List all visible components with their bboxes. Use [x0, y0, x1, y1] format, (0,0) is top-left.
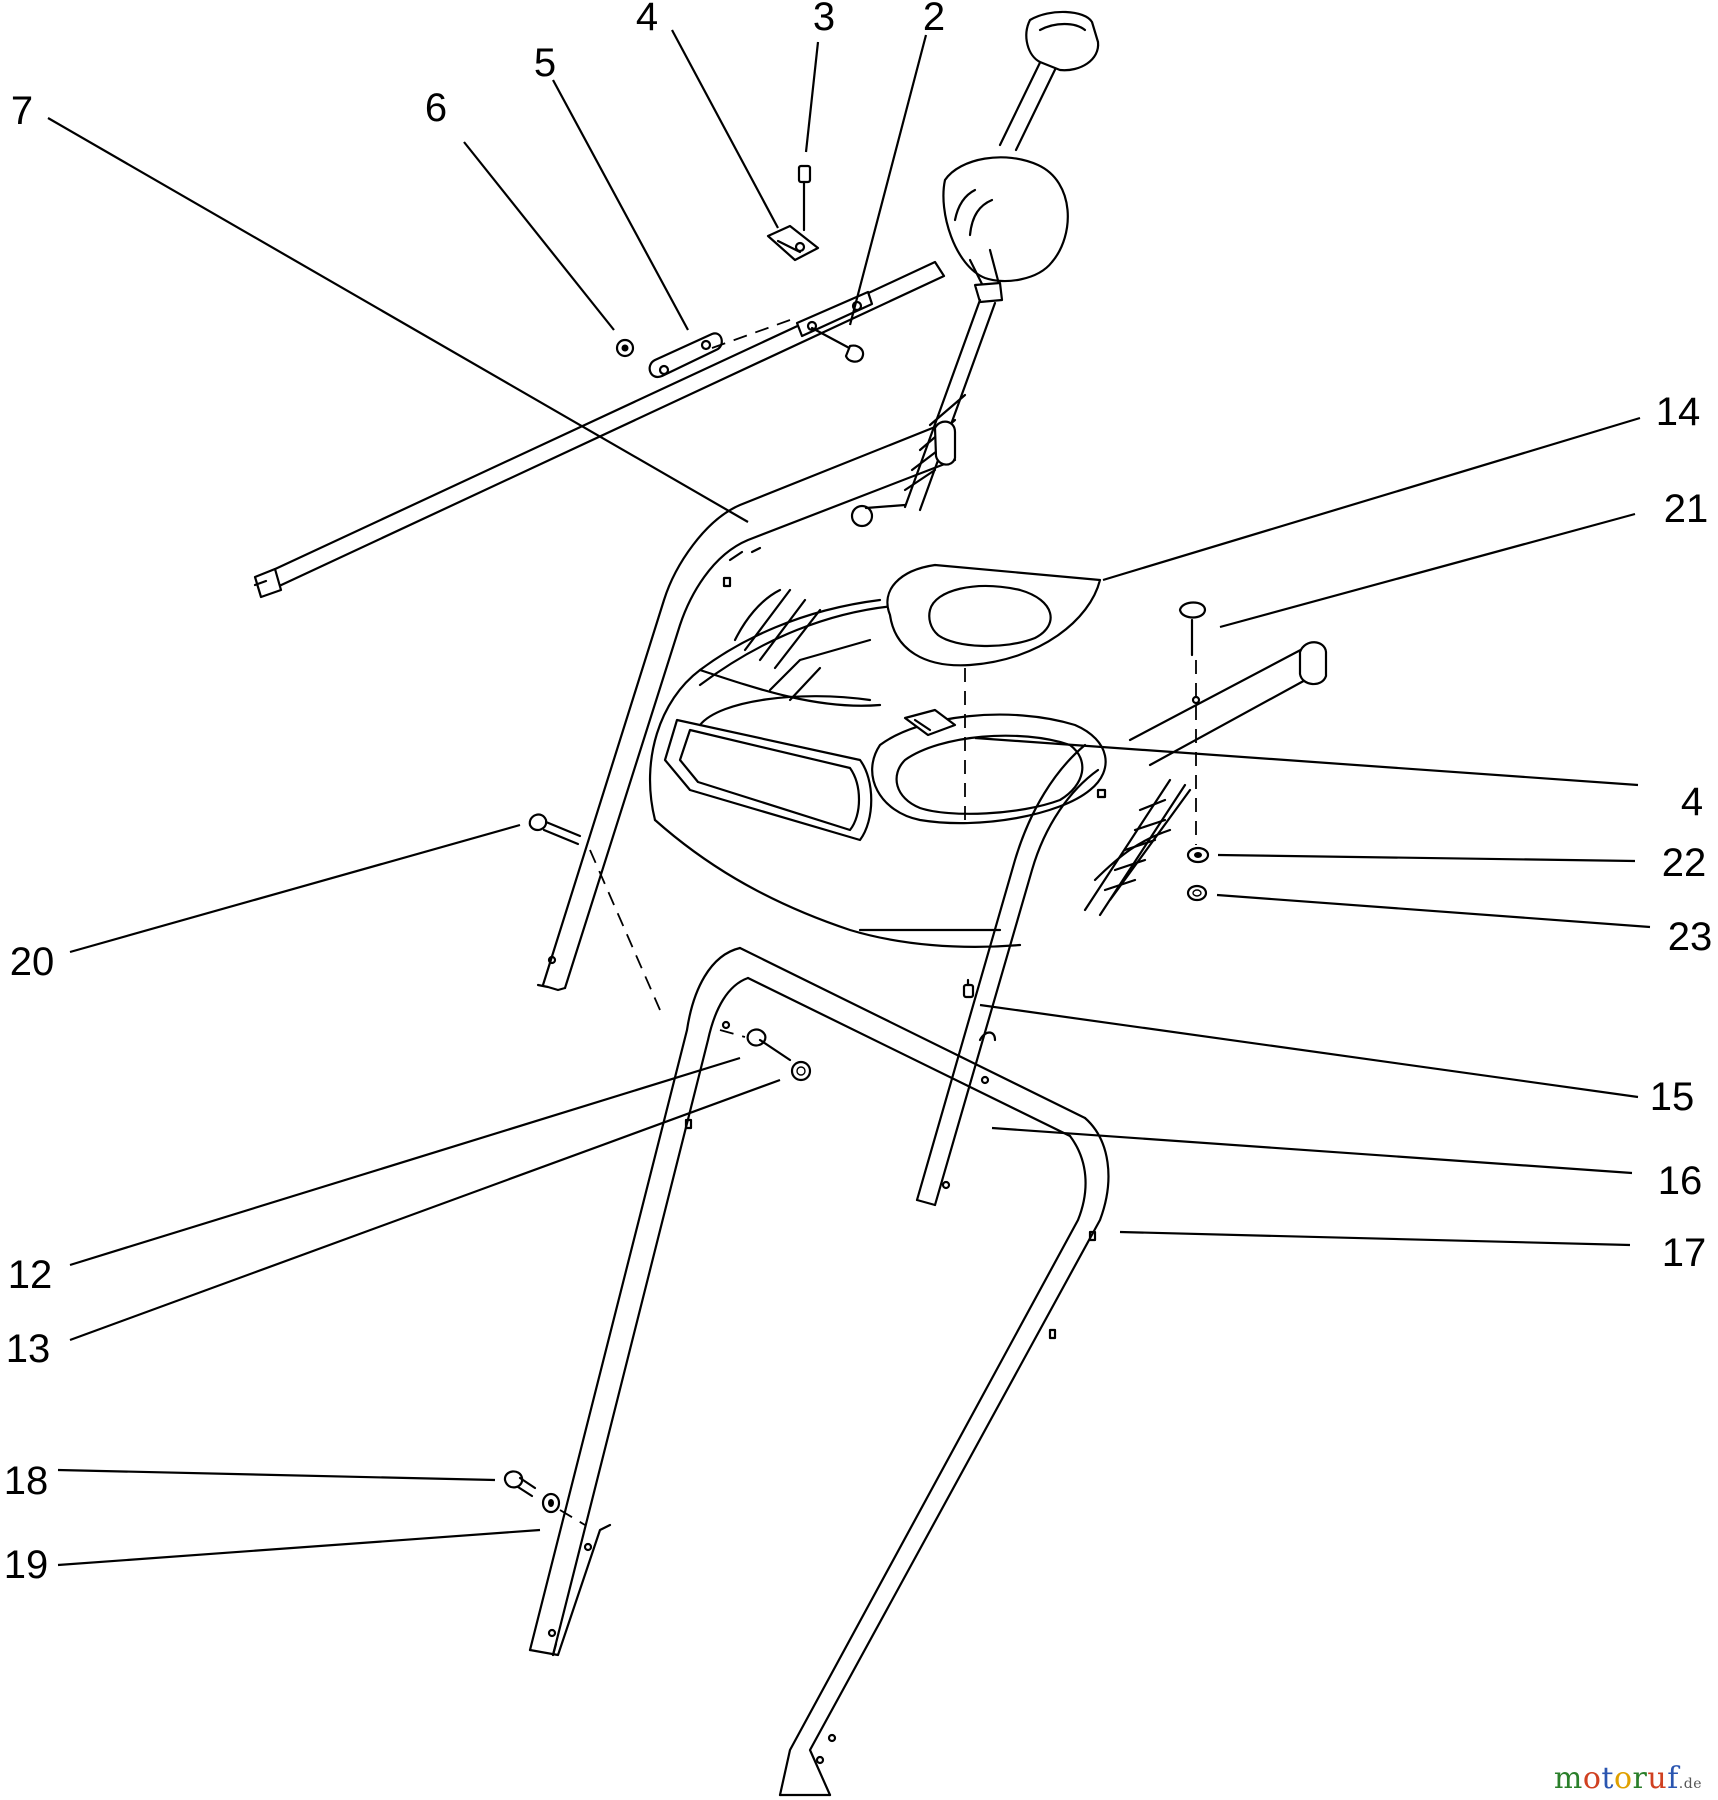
bolt-20 [528, 813, 661, 1011]
callout-18: 18 [4, 1459, 49, 1503]
panel-right-grooves [1083, 778, 1192, 917]
motoruf-watermark: motoruf.de [1553, 1761, 1702, 1796]
shift-rod [253, 260, 946, 599]
callout-22: 22 [1662, 841, 1707, 885]
callout-12: 12 [8, 1253, 53, 1297]
bolt-3 [797, 164, 812, 232]
callout-15: 15 [1650, 1075, 1695, 1119]
nut-6 [615, 338, 635, 358]
bolt-18 [503, 1470, 537, 1498]
clip-4 [766, 224, 820, 262]
nut-23 [1186, 884, 1208, 902]
callout-13: 13 [6, 1327, 51, 1371]
nut-13 [790, 1060, 812, 1082]
shift-lever [850, 10, 1100, 528]
callout-labels: 4 3 2 5 7 6 14 21 4 22 23 20 15 16 17 12… [4, 0, 1713, 1587]
rod-bracket [795, 290, 874, 363]
rod-link [648, 319, 791, 379]
upper-handle-left [536, 420, 957, 992]
washer-22 [1186, 846, 1210, 864]
callout-19: 19 [4, 1543, 49, 1587]
callout-20: 20 [10, 940, 55, 984]
callout-23: 23 [1668, 915, 1713, 959]
leader-lines [47, 29, 1651, 1567]
upper-handle-right [915, 641, 1328, 1207]
callout-16: 16 [1658, 1159, 1703, 1203]
control-panel [648, 588, 1107, 948]
washer-19 [541, 1492, 586, 1526]
crank-ring [886, 563, 1102, 820]
lower-handle [528, 946, 1110, 1797]
callout-4-right: 4 [1681, 780, 1703, 824]
washer-12 [719, 1028, 792, 1062]
callout-4-top: 4 [636, 0, 658, 39]
callout-6: 6 [425, 86, 447, 130]
callout-21: 21 [1664, 487, 1709, 531]
callout-2: 2 [923, 0, 945, 39]
callout-14: 14 [1656, 390, 1701, 434]
callout-3: 3 [813, 0, 835, 39]
callout-17: 17 [1662, 1231, 1707, 1275]
callout-5: 5 [534, 41, 556, 85]
callout-7: 7 [11, 89, 33, 133]
carriage-bolt-21 [1178, 601, 1207, 845]
screw-15 [962, 978, 975, 999]
